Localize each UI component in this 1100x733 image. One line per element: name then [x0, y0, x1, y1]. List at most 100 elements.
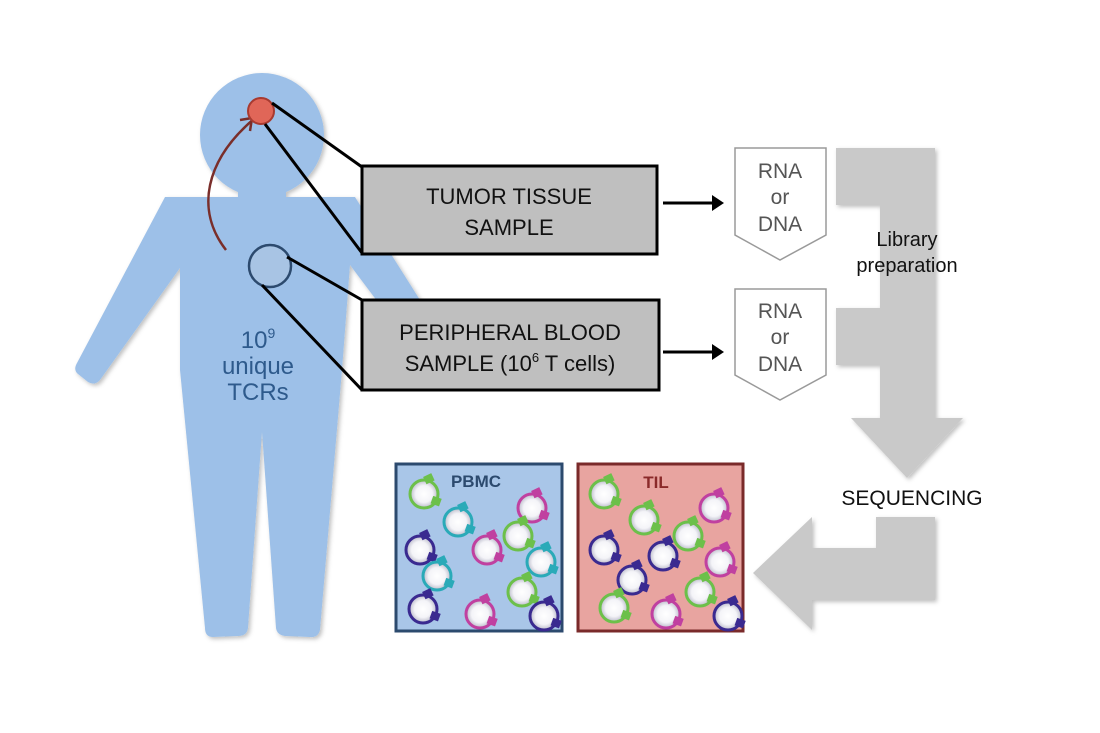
t-cell	[704, 541, 738, 578]
t-cell	[506, 571, 540, 608]
head	[200, 73, 324, 197]
t-cell-body	[404, 534, 436, 566]
tcr-receptor	[650, 521, 662, 533]
t-cell	[464, 593, 498, 630]
til-cells	[588, 473, 746, 632]
tumor-sample-box	[360, 164, 659, 256]
tumor-sample-label-2: SAMPLE	[464, 215, 553, 240]
callout-lines	[260, 101, 364, 392]
t-cell	[698, 487, 732, 524]
tcr-receptor	[493, 551, 505, 563]
tcr-receptor	[531, 487, 543, 499]
t-cell-body	[672, 520, 704, 552]
t-cell-body	[464, 598, 496, 630]
arrow-to-extract-2	[663, 344, 724, 360]
t-cell-body	[647, 540, 679, 572]
t-cell-body	[588, 478, 620, 510]
pbmc-cells	[404, 473, 562, 632]
tcr-receptor	[419, 529, 431, 541]
tcr-receptor	[727, 595, 739, 607]
tcr-receptor	[610, 495, 622, 507]
t-cell-body	[712, 600, 744, 632]
tcr-receptor	[613, 587, 625, 599]
t-cell-body	[408, 478, 440, 510]
t-cell	[650, 593, 684, 630]
tcr-receptor	[665, 593, 677, 605]
t-cell	[712, 595, 746, 632]
t-cell	[684, 571, 718, 608]
tcr-receptor	[430, 495, 442, 507]
extract-1-line1: RNA	[758, 160, 802, 183]
tcr-receptor	[706, 593, 718, 605]
tcr-receptor	[423, 473, 435, 485]
body	[75, 197, 420, 638]
tcr-receptor	[643, 499, 655, 511]
tcr-receptor	[687, 515, 699, 527]
t-cell-body	[506, 576, 538, 608]
tcr-receptor	[443, 577, 455, 589]
tcr-receptor	[517, 515, 529, 527]
t-cell-body	[684, 576, 716, 608]
t-cell	[407, 588, 441, 625]
tcr-receptor	[543, 595, 555, 607]
pbmc-panel: PBMC	[394, 462, 564, 633]
t-cell	[616, 559, 650, 596]
tcr-receptor	[699, 571, 711, 583]
library-prep-arrow	[836, 148, 963, 478]
tcr-receptor	[672, 615, 684, 627]
extract-box-1: RNA or DNA	[734, 147, 827, 261]
t-cell-body	[407, 593, 439, 625]
tcr-receptor	[521, 571, 533, 583]
t-cell	[598, 587, 632, 624]
tcr-receptor	[486, 615, 498, 627]
tumor-sample-label-1: TUMOR TISSUE	[426, 184, 592, 209]
t-cell	[672, 515, 706, 552]
t-cell	[471, 529, 505, 566]
extract-1-line3: DNA	[758, 213, 802, 236]
pbmc-label: PBMC	[451, 472, 501, 491]
t-cell-body	[516, 492, 548, 524]
til-panel: TIL	[576, 462, 746, 633]
blood-sample-box	[360, 298, 661, 392]
t-cell-body	[525, 546, 557, 578]
tcr-receptor	[631, 559, 643, 571]
t-cell-body	[616, 564, 648, 596]
library-prep-label-1: Library	[876, 229, 937, 251]
tcr-receptor	[426, 551, 438, 563]
library-prep-label-2: preparation	[856, 255, 957, 277]
extract-box-2: RNA or DNA	[734, 288, 827, 401]
t-cell-body	[421, 560, 453, 592]
t-cell	[421, 555, 455, 592]
tumor-site	[247, 97, 275, 125]
t-cell-body	[588, 534, 620, 566]
til-label: TIL	[643, 473, 669, 492]
t-cell	[442, 501, 476, 538]
tcr-receptor	[436, 555, 448, 567]
t-cell	[408, 473, 442, 510]
blood-site	[247, 243, 293, 289]
tcr-receptor	[457, 501, 469, 513]
t-cell	[516, 487, 550, 524]
tcr-receptor	[429, 610, 441, 622]
t-cell	[588, 529, 622, 566]
tcr-receptor	[524, 537, 536, 549]
tcr-receptor	[603, 473, 615, 485]
t-cell-body	[502, 520, 534, 552]
t-cell-body	[650, 598, 682, 630]
tcr-receptor	[734, 617, 746, 629]
sequencing-label: SEQUENCING	[841, 487, 982, 510]
tcr-receptor	[422, 588, 434, 600]
sequencing-return-arrow	[753, 517, 935, 630]
blood-sample-label-1: PERIPHERAL BLOOD	[399, 320, 621, 345]
t-cell-body	[704, 546, 736, 578]
tcr-receptor	[540, 541, 552, 553]
tcr-receptor	[528, 593, 540, 605]
tcr-receptor	[719, 541, 731, 553]
tcr-count-line3: TCRs	[227, 379, 288, 406]
t-cell-body	[698, 492, 730, 524]
tcr-receptor	[486, 529, 498, 541]
t-cell	[628, 499, 662, 536]
tcr-receptor	[726, 563, 738, 575]
tcr-receptor	[603, 529, 615, 541]
